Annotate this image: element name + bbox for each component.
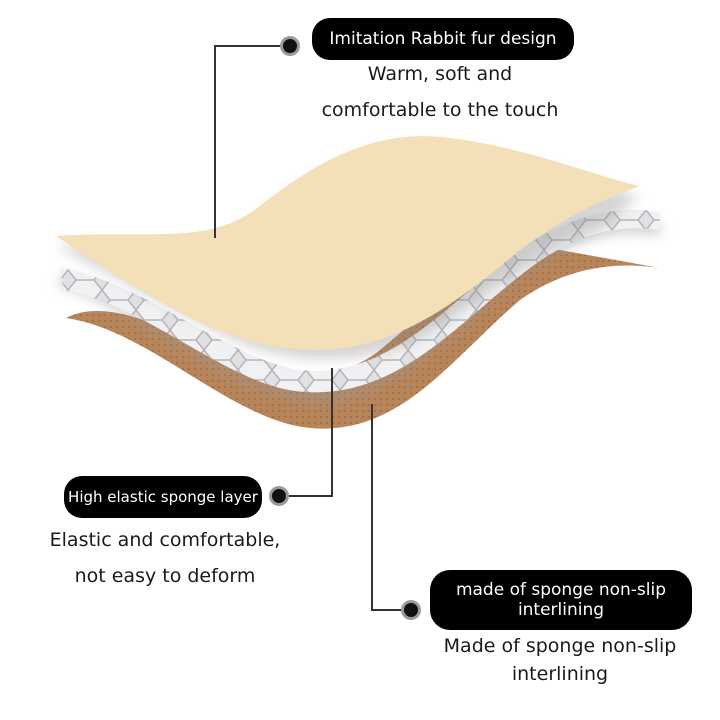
base-layer [66,250,660,429]
fur-layer [56,136,640,351]
callout-dot-fur [283,39,297,53]
description-rabbit-fur: Warm, soft and comfortable to the touch [300,56,580,128]
label-pill-rabbit-fur: Imitation Rabbit fur design [312,18,574,60]
label-pill-sponge-layer: High elastic sponge layer [64,476,262,518]
sponge-layer [60,209,660,393]
connector-line-non-slip [371,404,404,611]
callout-dot-sponge [272,489,286,503]
description-line: interlining [511,663,609,685]
connector-line-sponge [286,368,333,497]
label-line: made of sponge non-slip [455,580,667,600]
label-pill-non-slip: made of sponge non-slip interlining [430,570,692,630]
description-line: Warm, soft and [367,63,513,85]
description-line: Made of sponge non-slip [443,635,677,657]
description-line: comfortable to the touch [321,99,559,121]
description-sponge-layer: Elastic and comfortable, not easy to def… [30,522,300,594]
description-line: Elastic and comfortable, [49,529,281,551]
label-line: interlining [517,600,605,620]
description-non-slip: Made of sponge non-slip interlining [420,632,700,688]
callout-dot-non-slip [404,603,418,617]
description-line: not easy to deform [74,565,256,587]
connector-line-fur [214,45,283,238]
